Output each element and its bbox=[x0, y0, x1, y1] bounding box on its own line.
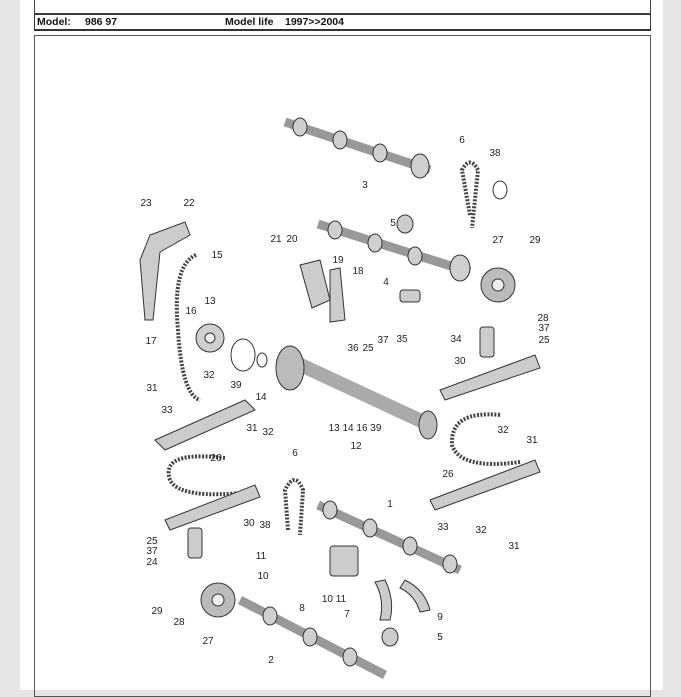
callout-label: 12 bbox=[350, 441, 362, 452]
callout-label: 36 bbox=[347, 343, 359, 354]
callout-label: 33 bbox=[161, 405, 173, 416]
timing-chains bbox=[166, 160, 521, 536]
callout-label: 33 bbox=[437, 522, 449, 533]
callout-label: 39 bbox=[230, 380, 242, 391]
callout-label: 26 bbox=[442, 469, 454, 480]
camshaft-lower bbox=[316, 500, 462, 575]
callout-label: 10 11 bbox=[322, 594, 347, 605]
callout-label: 28 bbox=[537, 313, 549, 324]
callout-label: 37 bbox=[146, 546, 158, 557]
callout-label: 21 bbox=[270, 234, 282, 245]
model-life-label: Model life bbox=[225, 16, 274, 28]
callout-label: 3 bbox=[362, 180, 368, 191]
callout-label: 20 bbox=[286, 234, 298, 245]
camshaft-bottom bbox=[200, 582, 388, 679]
callout-label: 6 bbox=[459, 135, 465, 146]
callout-label: 38 bbox=[489, 148, 501, 159]
callout-label: 35 bbox=[396, 334, 408, 345]
callout-label: 18 bbox=[352, 266, 364, 277]
callout-label: 30 bbox=[243, 518, 255, 529]
callout-label: 31 bbox=[146, 383, 158, 394]
callout-label: 27 bbox=[492, 235, 504, 246]
callout-label: 37 bbox=[538, 323, 550, 334]
callout-label: 30 bbox=[454, 356, 466, 367]
callout-label: 32 bbox=[262, 427, 274, 438]
callout-label: 24 bbox=[146, 557, 158, 568]
callout-label: 31 bbox=[526, 435, 538, 446]
callout-label: 28 bbox=[173, 617, 185, 628]
callout-label: 16 bbox=[185, 306, 197, 317]
callout-label: 6 bbox=[292, 448, 298, 459]
callout-label: 11 bbox=[256, 551, 267, 562]
callout-label: 23 bbox=[140, 198, 152, 209]
callout-label: 25 bbox=[146, 536, 158, 547]
callout-label: 17 bbox=[145, 336, 157, 347]
callout-label: 32 bbox=[497, 425, 509, 436]
callout-label: 37 bbox=[377, 335, 389, 346]
callout-label: 5 bbox=[390, 218, 396, 229]
callout-label: 13 14 16 39 bbox=[329, 423, 382, 434]
callout-label: 5 bbox=[437, 632, 443, 643]
intermediate-shaft bbox=[195, 323, 438, 440]
top-frame bbox=[34, 0, 651, 14]
callout-label: 19 bbox=[332, 255, 344, 266]
callout-label: 38 bbox=[259, 520, 271, 531]
callout-label: 7 bbox=[344, 609, 350, 620]
callout-label: 27 bbox=[202, 636, 214, 647]
callout-label: 32 bbox=[203, 370, 215, 381]
callout-label: 34 bbox=[450, 334, 462, 345]
callout-label: 10 bbox=[257, 571, 269, 582]
callout-label: 9 bbox=[437, 612, 443, 623]
callout-label: 22 bbox=[183, 198, 195, 209]
callout-label: 1 bbox=[387, 499, 393, 510]
callout-label: 29 bbox=[151, 606, 163, 617]
callout-label: 8 bbox=[299, 603, 305, 614]
callout-label: 31 bbox=[508, 541, 520, 552]
callout-label: 2 bbox=[268, 655, 274, 666]
callout-label: 15 bbox=[211, 250, 223, 261]
camshaft-upper bbox=[283, 117, 432, 179]
callout-label: 31 bbox=[246, 423, 258, 434]
camshaft-middle bbox=[316, 219, 516, 303]
chain-guides bbox=[139, 180, 541, 647]
model-life-value: 1997>>2004 bbox=[285, 16, 344, 28]
callout-label: 32 bbox=[475, 525, 487, 536]
callout-label: 25 bbox=[538, 335, 550, 346]
callout-label: 29 bbox=[529, 235, 541, 246]
callout-label: 13 bbox=[204, 296, 216, 307]
callout-label: 26 bbox=[210, 453, 222, 464]
model-value: 986 97 bbox=[85, 16, 118, 28]
callout-label: 25 bbox=[362, 343, 374, 354]
model-label: Model: bbox=[37, 16, 71, 28]
callout-label: 4 bbox=[383, 277, 389, 288]
callout-label: 14 bbox=[255, 392, 267, 403]
model-header: Model: 986 97 Model life 1997>>2004 bbox=[34, 14, 651, 31]
